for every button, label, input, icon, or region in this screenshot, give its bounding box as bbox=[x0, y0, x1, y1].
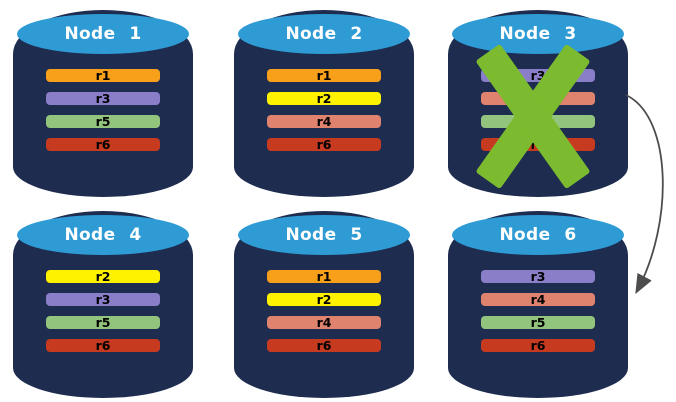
replication-arrow-curve bbox=[625, 94, 664, 295]
node-2-record-r2: r2 bbox=[267, 92, 381, 105]
node-5-record-r4: r4 bbox=[267, 316, 381, 329]
node-1-cylinder-top: Node 1 bbox=[17, 14, 189, 54]
record-label: r1 bbox=[316, 68, 332, 83]
node-1-title: Node 1 bbox=[64, 24, 142, 44]
record-label: r1 bbox=[95, 68, 111, 83]
node-4-record-r6: r6 bbox=[46, 339, 160, 352]
record-label: r3 bbox=[95, 292, 111, 307]
node-5-cylinder: Node 5 r1 r2 r4 r6 bbox=[234, 211, 414, 398]
node-5-cylinder-top: Node 5 bbox=[238, 215, 410, 255]
record-label: r3 bbox=[95, 91, 111, 106]
node-4-cylinder: Node 4 r2 r3 r5 r6 bbox=[13, 211, 193, 398]
record-label: r6 bbox=[316, 338, 332, 353]
node-2-cylinder-top: Node 2 bbox=[238, 14, 410, 54]
node-4-record-r2: r2 bbox=[46, 270, 160, 283]
record-label: r3 bbox=[530, 269, 546, 284]
record-label: r5 bbox=[95, 315, 111, 330]
node-4-record-r5: r5 bbox=[46, 316, 160, 329]
node-1-cylinder: Node 1 r1 r3 r5 r6 bbox=[13, 10, 193, 197]
record-label: r6 bbox=[316, 137, 332, 152]
record-label: r5 bbox=[95, 114, 111, 129]
failure-x-icon bbox=[475, 43, 591, 190]
node-2-cylinder: Node 2 r1 r2 r4 r6 bbox=[234, 10, 414, 197]
record-label: r2 bbox=[95, 269, 111, 284]
record-label: r4 bbox=[316, 114, 332, 129]
node-3-cylinder-top: Node 3 bbox=[452, 14, 624, 54]
record-label: r5 bbox=[530, 315, 546, 330]
node-1-record-r6: r6 bbox=[46, 138, 160, 151]
node-5-title: Node 5 bbox=[285, 225, 363, 245]
node-1-record-r1: r1 bbox=[46, 69, 160, 82]
record-label: r6 bbox=[95, 338, 111, 353]
record-label: r4 bbox=[530, 292, 546, 307]
node-3-title: Node 3 bbox=[499, 24, 577, 44]
node-4-cylinder-top: Node 4 bbox=[17, 215, 189, 255]
node-2-record-r1: r1 bbox=[267, 69, 381, 82]
node-6-cylinder: Node 6 r3 r4 r5 r6 bbox=[448, 211, 628, 398]
record-label: r2 bbox=[316, 91, 332, 106]
node-6-record-r4: r4 bbox=[481, 293, 595, 306]
record-label: r4 bbox=[316, 315, 332, 330]
node-4-record-r3: r3 bbox=[46, 293, 160, 306]
node-2-record-r6: r6 bbox=[267, 138, 381, 151]
node-6-record-r3: r3 bbox=[481, 270, 595, 283]
node-1-record-r5: r5 bbox=[46, 115, 160, 128]
node-5-record-r2: r2 bbox=[267, 293, 381, 306]
record-label: r2 bbox=[316, 292, 332, 307]
node-4-title: Node 4 bbox=[64, 225, 142, 245]
record-label: r6 bbox=[530, 338, 546, 353]
node-2-record-r4: r4 bbox=[267, 115, 381, 128]
record-label: r6 bbox=[95, 137, 111, 152]
node-5-record-r1: r1 bbox=[267, 270, 381, 283]
node-2-title: Node 2 bbox=[285, 24, 363, 44]
node-1-record-r3: r3 bbox=[46, 92, 160, 105]
node-6-cylinder-top: Node 6 bbox=[452, 215, 624, 255]
node-5-record-r6: r6 bbox=[267, 339, 381, 352]
node-6-title: Node 6 bbox=[499, 225, 577, 245]
node-6-record-r5: r5 bbox=[481, 316, 595, 329]
node-6-record-r6: r6 bbox=[481, 339, 595, 352]
record-label: r1 bbox=[316, 269, 332, 284]
